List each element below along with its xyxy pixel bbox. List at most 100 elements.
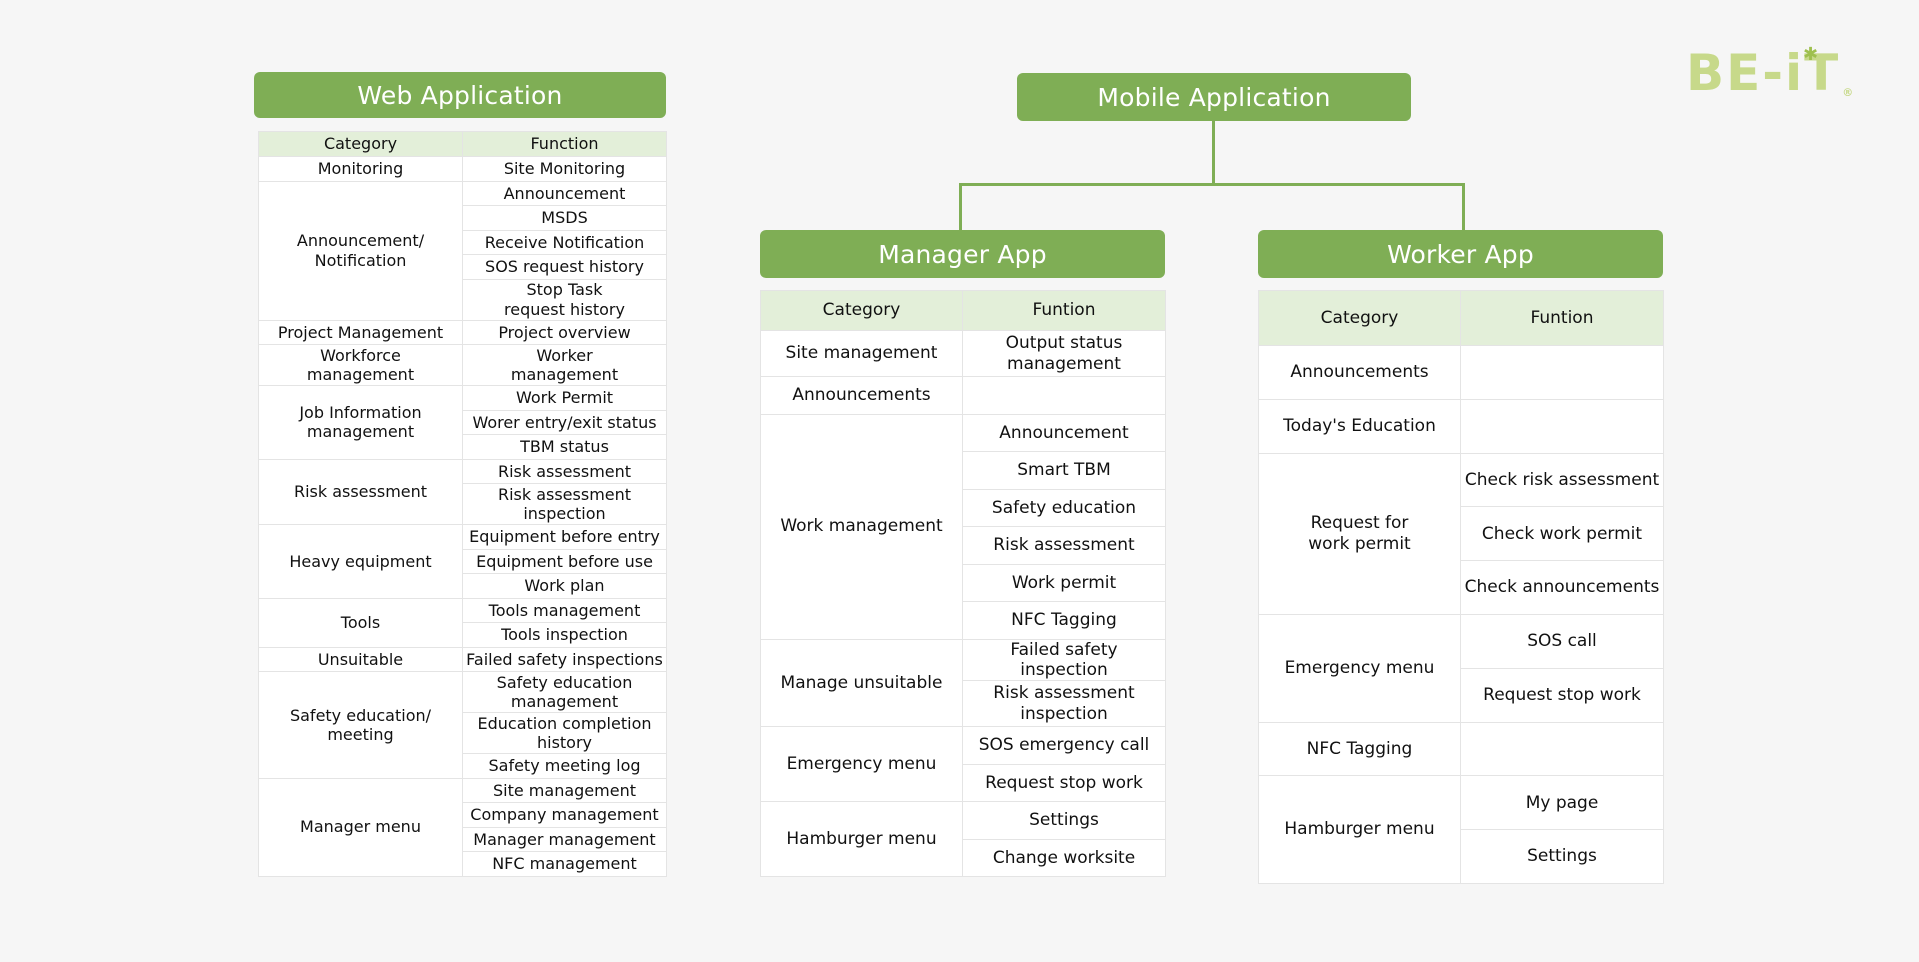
category-header: Category: [760, 290, 963, 331]
table-row: Request stop work: [761, 763, 1166, 803]
function-cell: Tools inspection: [462, 622, 667, 648]
logo-registered-mark: ®: [1842, 86, 1854, 99]
worker-app-title: Worker App: [1258, 230, 1663, 278]
table-row: MSDS: [259, 205, 667, 231]
mobile-application-title: Mobile Application: [1017, 73, 1411, 121]
function-cell: Request stop work: [1460, 667, 1664, 723]
function-cell: [962, 376, 1166, 415]
function-cell: SOS call: [1460, 613, 1664, 669]
mobile-tree-connector-horizontal: [959, 183, 1465, 186]
function-cell: Smart TBM: [962, 451, 1166, 490]
function-cell: [1460, 721, 1664, 777]
table-row: Safety education: [761, 488, 1166, 527]
table-row: Company management: [259, 802, 667, 828]
function-cell: Worer entry/exit status: [462, 409, 667, 435]
category-cell: Work management: [760, 413, 963, 640]
category-cell: Emergency menu: [760, 726, 963, 803]
function-cell: SOS emergency call: [962, 726, 1166, 765]
mobile-tree-connector-worker: [1462, 183, 1465, 231]
function-cell: Risk assessment: [462, 458, 667, 484]
category-cell: Hamburger menu: [760, 801, 963, 878]
function-header: Function: [462, 131, 667, 157]
category-cell: Unsuitable: [258, 646, 463, 672]
function-cell: Safety education: [962, 488, 1166, 527]
table-row: Request stop work: [1259, 667, 1664, 723]
manager-app-title: Manager App: [760, 230, 1165, 278]
function-cell: Check announcements: [1460, 560, 1664, 615]
function-cell: MSDS: [462, 205, 667, 231]
category-cell: Hamburger menu: [1258, 775, 1461, 884]
category-cell: Risk assessment: [258, 458, 463, 525]
table-row: Tools inspection: [259, 622, 667, 648]
function-cell: NFC management: [462, 851, 667, 877]
table-row: NFC management: [259, 851, 667, 877]
category-cell: Manage unsuitable: [760, 638, 963, 728]
function-cell: Tools management: [462, 597, 667, 623]
function-cell: Manager management: [462, 826, 667, 852]
category-cell: Heavy equipment: [258, 524, 463, 599]
function-cell: Site management: [462, 777, 667, 803]
function-cell: Safety meeting log: [462, 753, 667, 779]
function-cell: Receive Notification: [462, 229, 667, 255]
function-cell: Announcement: [462, 180, 667, 206]
table-row: Change worksite: [761, 838, 1166, 878]
function-header: Funtion: [962, 290, 1166, 331]
category-cell: Manager menu: [258, 777, 463, 877]
function-cell: Work Permit: [462, 385, 667, 411]
function-cell: NFC Tagging: [962, 601, 1166, 640]
table-row: Announcements: [1258, 345, 1664, 400]
function-cell: Announcement: [962, 413, 1166, 452]
category-cell: Announcement/Notification: [258, 180, 463, 321]
category-cell: Today's Education: [1258, 398, 1461, 454]
function-cell: Check work permit: [1460, 506, 1664, 562]
function-cell: Failed safety inspections: [462, 646, 667, 672]
logo-text: BE-iT: [1686, 44, 1841, 102]
table-row: Safety meeting log: [259, 753, 667, 779]
function-cell: Company management: [462, 802, 667, 828]
function-cell: SOS request history: [462, 254, 667, 280]
function-cell: Work permit: [962, 563, 1166, 602]
function-cell: Equipment before use: [462, 548, 667, 574]
function-cell: Check risk assessment: [1460, 452, 1664, 508]
category-header: Category: [258, 131, 463, 157]
category-cell: Project Management: [258, 319, 463, 345]
web-application-title: Web Application: [254, 72, 666, 118]
function-cell: Failed safety inspection: [962, 638, 1166, 682]
function-header: Funtion: [1460, 290, 1664, 346]
be-it-logo: BE-iT®: [1686, 48, 1853, 98]
table-row: Equipment before use: [259, 548, 667, 574]
category-header: Category: [1258, 290, 1461, 346]
mobile-tree-connector-manager: [959, 183, 962, 231]
category-cell: NFC Tagging: [1258, 721, 1461, 777]
mobile-tree-connector-vertical: [1212, 121, 1215, 185]
table-row: Today's Education: [1258, 398, 1664, 454]
function-cell: [1460, 398, 1664, 454]
category-cell: Tools: [258, 597, 463, 648]
